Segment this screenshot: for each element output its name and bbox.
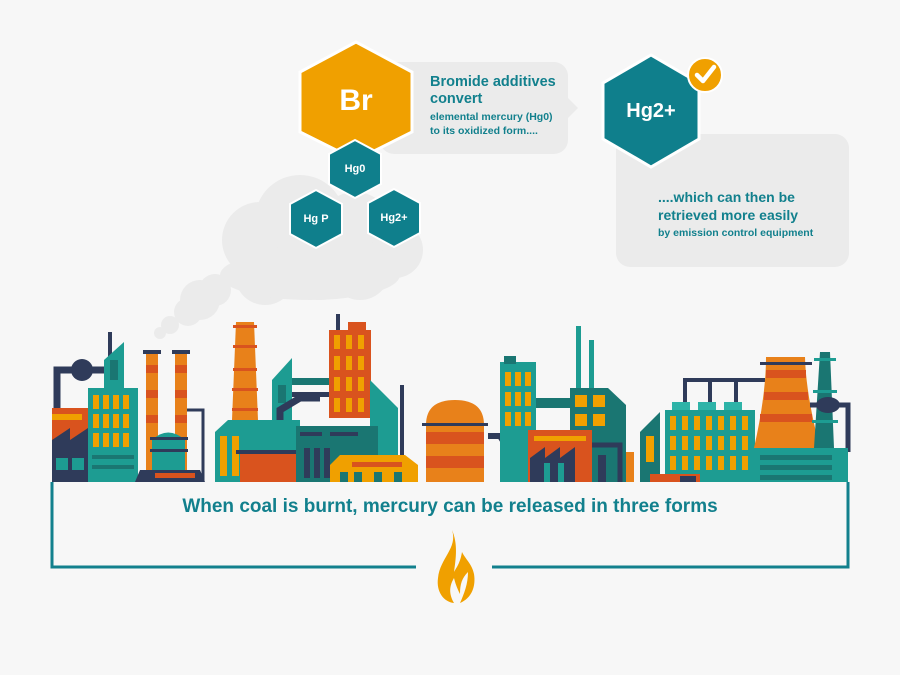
bromide-body-line2: to its oxidized form.... bbox=[430, 125, 538, 137]
hex-hg0: Hg0 bbox=[327, 138, 383, 200]
bubble-pointer bbox=[566, 96, 578, 120]
bromide-title: Bromide additives convert bbox=[430, 74, 556, 108]
hex-hg2plus-small: Hg2+ bbox=[366, 187, 422, 249]
caption-text: When coal is burnt, mercury can be relea… bbox=[182, 496, 718, 517]
bromide-label: Br bbox=[339, 84, 373, 117]
hex-hgp-label: Hg P bbox=[303, 213, 329, 225]
retrieval-title-line2: retrieved more easily bbox=[658, 207, 799, 223]
caption-frame bbox=[50, 482, 850, 569]
bromide-title-line2: convert bbox=[430, 91, 483, 107]
bromide-title-line1: Bromide additives bbox=[430, 74, 556, 90]
retrieval-title-line1: ....which can then be bbox=[658, 189, 795, 205]
hex-hg0-label: Hg0 bbox=[344, 163, 366, 175]
hex-hgp: Hg P bbox=[288, 188, 344, 250]
bromide-body-line1: elemental mercury (Hg0) bbox=[430, 111, 553, 123]
factory-skyline bbox=[52, 314, 851, 482]
hex-hg2plus-large-label: Hg2+ bbox=[626, 99, 676, 122]
smoke-cloud bbox=[154, 175, 423, 339]
retrieval-body: by emission control equipment bbox=[658, 227, 814, 239]
checkmark-icon bbox=[687, 57, 723, 93]
hex-hg2plus-small-label: Hg2+ bbox=[380, 212, 408, 224]
bromide-body: elemental mercury (Hg0) to its oxidized … bbox=[430, 110, 553, 138]
retrieval-title: ....which can then be retrieved more eas… bbox=[658, 188, 798, 224]
flame-icon bbox=[437, 530, 475, 603]
